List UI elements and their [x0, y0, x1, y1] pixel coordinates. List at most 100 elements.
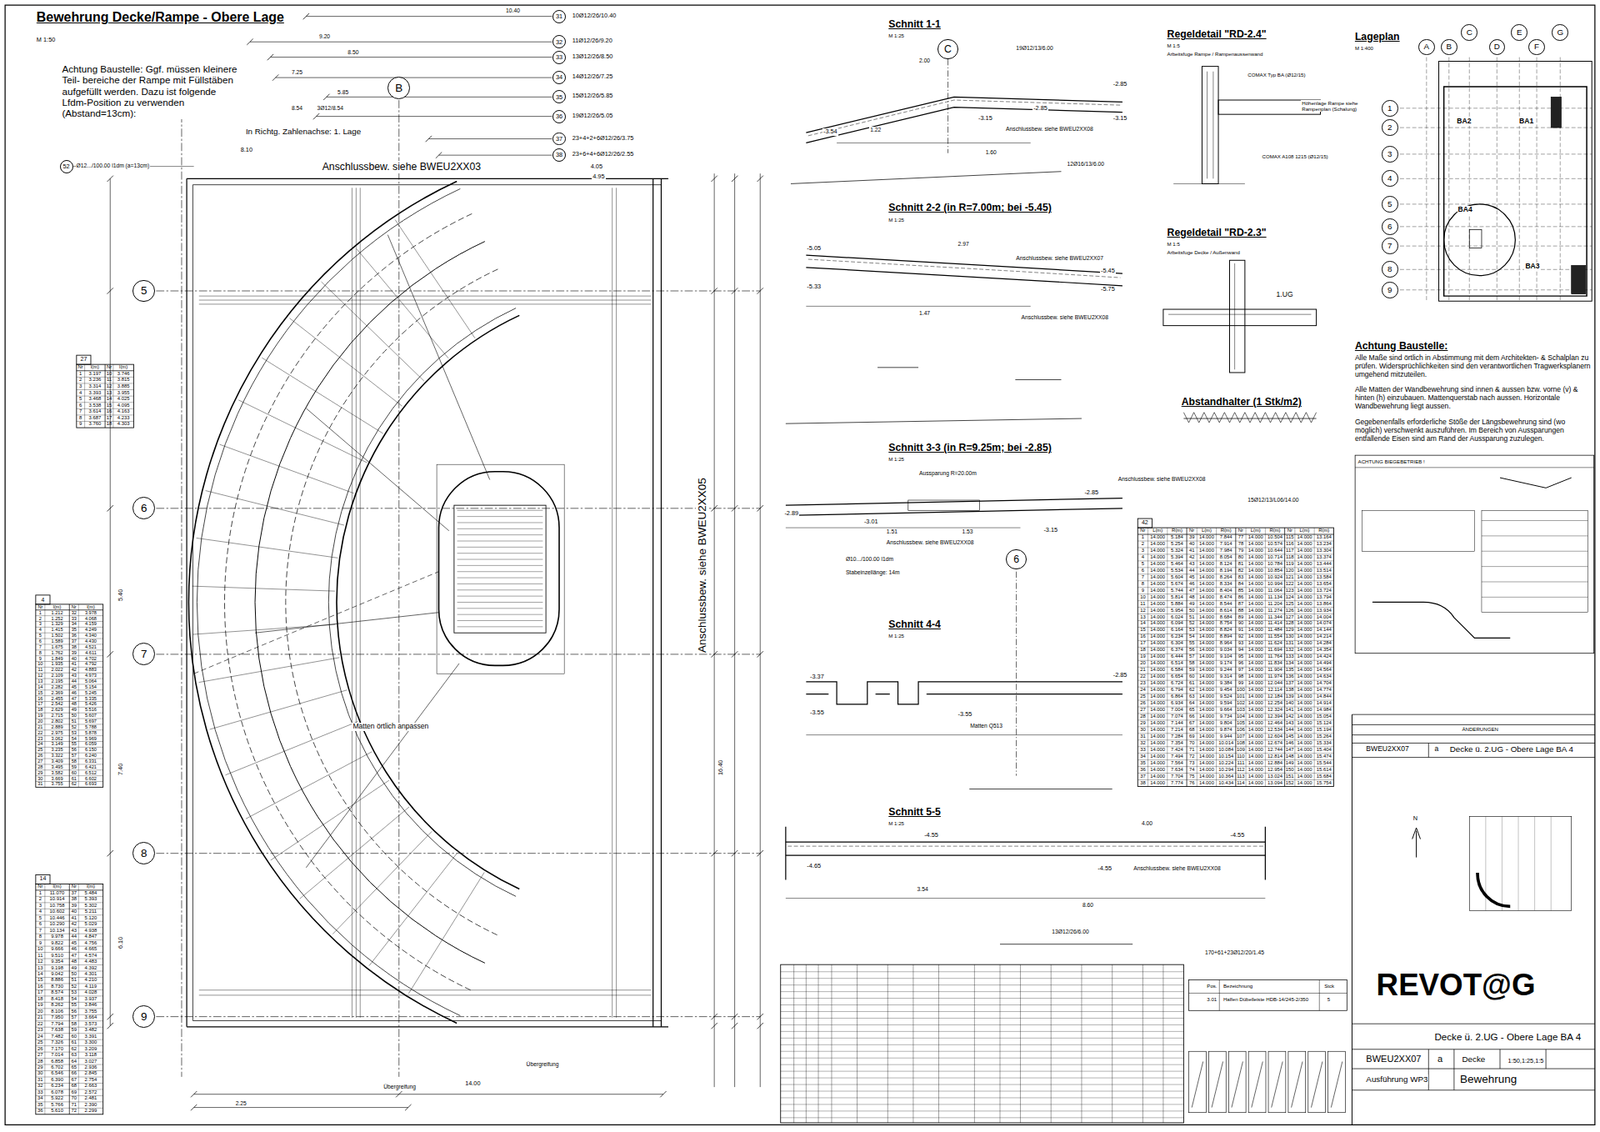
table-cell: 84 — [1235, 580, 1246, 588]
rebar-section — [787, 845, 1264, 847]
table-cell: 148 — [1285, 753, 1295, 760]
table-cell: 14.984 — [1314, 706, 1334, 714]
joint-line — [194, 571, 440, 674]
table-cell: 133 — [1285, 653, 1295, 660]
table-cell: 3.669 — [45, 775, 70, 782]
axis-label: 7 — [140, 648, 148, 660]
grid-axis-circle: C — [1460, 24, 1478, 41]
table-cell: 2.542 — [45, 700, 70, 707]
table-cell: 2.936 — [78, 1064, 103, 1070]
axis-label: 52 — [62, 163, 70, 170]
table-cell: 14.000 — [1245, 554, 1265, 561]
table-cell: 15 — [1137, 626, 1148, 634]
grid-axis-line — [1400, 178, 1592, 180]
stair-step — [457, 577, 544, 579]
table-cell: Nr — [1186, 527, 1197, 535]
annotation-text: 1.53 — [960, 528, 974, 535]
table-cell: 14.000 — [1196, 660, 1216, 667]
drawing-line — [192, 185, 194, 1021]
annotation-text: -5.75 — [1100, 285, 1116, 293]
table-cell: 12 — [105, 383, 114, 390]
table-cell: 14.000 — [1196, 547, 1216, 555]
table-cell: 11.204 — [1265, 600, 1285, 608]
table-cell: 6.546 — [45, 1070, 70, 1076]
table-cell: 14.774 — [1314, 686, 1334, 694]
table-cell: 108 — [1235, 740, 1246, 747]
table-cell: 57 — [69, 1014, 79, 1020]
table-cell: 12.254 — [1265, 700, 1285, 707]
table-frame — [35, 604, 104, 787]
table-cell: 55 — [1186, 640, 1197, 647]
dimension-tick — [731, 1013, 738, 1020]
table-cell: 1.589 — [45, 638, 70, 645]
table-cell: 14.000 — [1196, 680, 1216, 687]
table-cell: 14.000 — [1196, 640, 1216, 647]
stair-step — [457, 540, 544, 542]
table-cell: 8.418 — [45, 995, 70, 1002]
table-cell: 150 — [1285, 766, 1295, 774]
table-cell: 27 — [1137, 706, 1148, 714]
table-cell: 4.233 — [113, 415, 134, 422]
stair-step — [457, 601, 544, 603]
table-cell: 14.000 — [1196, 686, 1216, 694]
table-cell: 104 — [1235, 713, 1246, 720]
schedule-rule — [887, 964, 889, 1123]
schedule-rule — [1080, 964, 1082, 1123]
table-cell: 47 — [1186, 587, 1197, 595]
table-cell: 14.000 — [1245, 614, 1265, 621]
table-cell: 7 — [1137, 574, 1148, 581]
table-cell: 67 — [1186, 720, 1197, 727]
table-cell: 2.572 — [78, 1089, 103, 1095]
table-cell: 15.124 — [1314, 720, 1334, 727]
table-cell: 58 — [69, 758, 79, 765]
annotation-text: 5 — [1326, 995, 1331, 1002]
table-cell: 9.384 — [1216, 680, 1236, 687]
radial-bar — [225, 721, 359, 775]
key-plan-grid — [1518, 816, 1520, 911]
table-cell: 13.094 — [1265, 780, 1285, 787]
table-cell: 14.000 — [1245, 673, 1265, 680]
bar-length-line — [275, 77, 553, 79]
table-cell: 8 — [35, 933, 45, 940]
dimension-tick — [710, 287, 717, 294]
table-cell: 1.502 — [45, 632, 70, 639]
annotation-text: -2.85 — [1032, 105, 1049, 112]
table-cell: 14.354 — [1314, 646, 1334, 654]
table-cell: 15.404 — [1314, 746, 1334, 754]
table-cell: 53 — [69, 989, 79, 995]
annotation-text: 14.00 — [464, 1080, 481, 1087]
table-cell: 7.564 — [1167, 760, 1187, 767]
ramp-arc — [225, 213, 473, 990]
table-number-box — [35, 874, 50, 884]
table-cell: 121 — [1285, 574, 1295, 581]
table-cell: 31 — [35, 1076, 45, 1083]
table-cell: 1.252 — [45, 615, 70, 622]
table-cell: 16 — [1137, 633, 1148, 640]
table-cell: 20 — [35, 718, 45, 725]
table-cell: 117 — [1285, 547, 1295, 555]
table-cell: 14.000 — [1245, 567, 1265, 575]
stamp-rule — [1481, 520, 1588, 521]
table-cell: 2.195 — [45, 678, 70, 685]
table-cell: 65 — [1186, 706, 1197, 714]
annotation-text: Übergreifung — [525, 1060, 560, 1068]
dimension-tick — [107, 1022, 114, 1029]
radial-bar — [408, 871, 485, 993]
table-cell: 14.000 — [1295, 607, 1315, 615]
annotation-text: Pos. — [1205, 982, 1218, 989]
table-rule — [69, 604, 70, 787]
radial-bar — [238, 400, 367, 463]
schedule-rule — [780, 1077, 1185, 1079]
table-cell: 54 — [69, 995, 79, 1002]
building-outline — [1444, 86, 1587, 296]
table-cell: 1.935 — [45, 660, 70, 667]
table-cell: 51 — [69, 718, 79, 725]
table-cell: 74 — [1186, 766, 1197, 774]
table-cell: 3.538 — [85, 402, 105, 410]
table-cell: 6 — [1137, 567, 1148, 575]
table-cell: 14.000 — [1245, 773, 1265, 780]
axis-label: 6 — [1013, 554, 1020, 565]
table-cell: 34 — [1137, 753, 1148, 760]
grid-axis-circle: 6 — [1381, 218, 1399, 235]
table-cell: 14.000 — [1148, 607, 1168, 615]
